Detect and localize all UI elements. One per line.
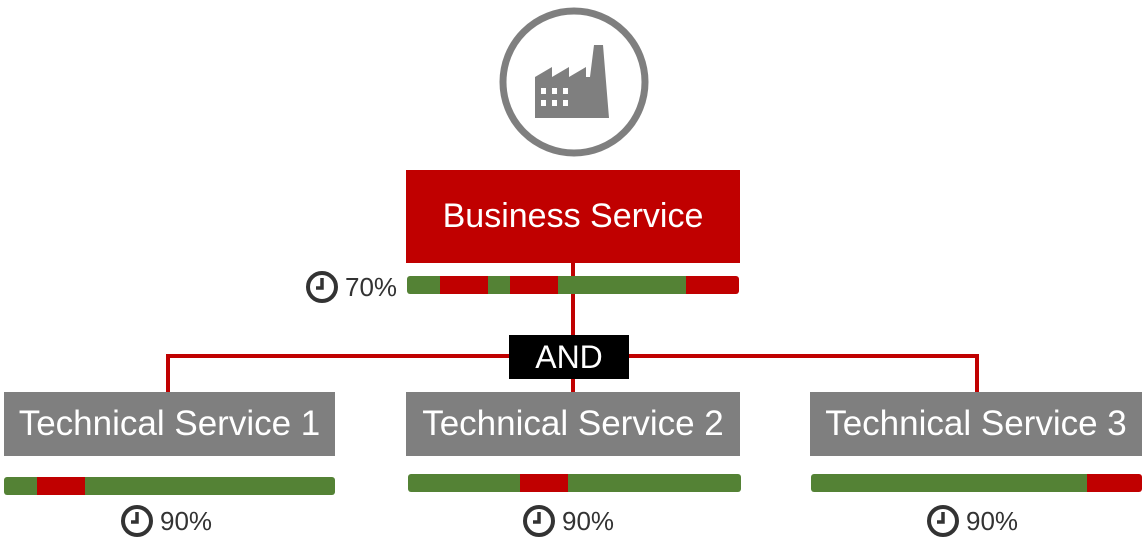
technical-service-1-availability-value: 90% [160, 505, 213, 536]
timeline-segment-down [1087, 474, 1142, 492]
business-timeline-bar [407, 276, 739, 294]
timeline-segment-up [558, 276, 686, 294]
timeline-segment-up [567, 474, 741, 492]
timeline-segment-up [4, 477, 38, 495]
technical-service-3-box[interactable]: Technical Service 3 [810, 392, 1142, 456]
clock-icon [121, 505, 153, 537]
business-service-label: Business Service [442, 197, 704, 235]
factory-icon [499, 7, 649, 157]
technical-service-3-timeline-bar [811, 474, 1142, 492]
technical-service-1-timeline-bar [4, 477, 335, 495]
technical-service-3-availability: 90% [926, 504, 1018, 538]
clock-icon [927, 505, 959, 537]
timeline-segment-down [37, 477, 86, 495]
technical-service-1-label: Technical Service 1 [18, 404, 321, 443]
technical-service-2-label: Technical Service 2 [422, 404, 724, 443]
timeline-segment-down [509, 276, 559, 294]
timeline-segment-down [685, 276, 739, 294]
technical-service-3-availability-value: 90% [966, 505, 1019, 536]
technical-service-3-label: Technical Service 3 [825, 404, 1127, 443]
and-operator: AND [509, 335, 629, 379]
and-operator-label: AND [535, 338, 603, 375]
business-availability-value: 70% [345, 271, 398, 302]
clock-icon [523, 505, 555, 537]
technical-service-2-box[interactable]: Technical Service 2 [406, 392, 740, 456]
timeline-segment-up [85, 477, 335, 495]
timeline-segment-up [408, 474, 520, 492]
technical-service-2-availability: 90% [522, 504, 614, 538]
clock-icon [306, 271, 338, 303]
timeline-segment-up [811, 474, 1088, 492]
technical-service-1-availability: 90% [120, 504, 212, 538]
timeline-segment-down [440, 276, 489, 294]
timeline-segment-up [488, 276, 510, 294]
business-availability: 70% [305, 270, 397, 304]
timeline-segment-up [407, 276, 441, 294]
technical-service-1-box[interactable]: Technical Service 1 [4, 392, 335, 456]
business-service-box[interactable]: Business Service [406, 170, 740, 263]
timeline-segment-down [519, 474, 568, 492]
technical-service-2-availability-value: 90% [562, 505, 615, 536]
technical-service-2-timeline-bar [408, 474, 741, 492]
